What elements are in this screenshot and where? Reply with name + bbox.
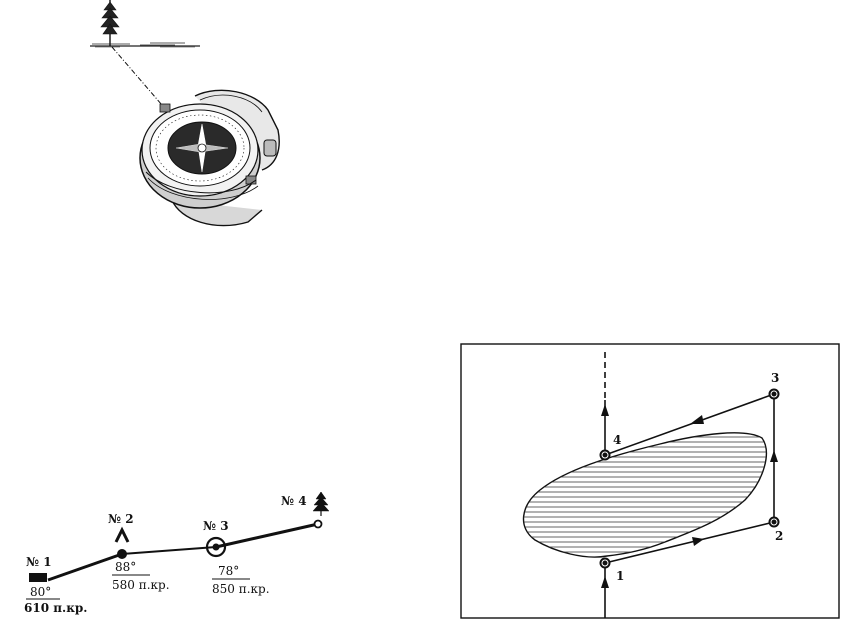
route-segment-2-3 [121,546,217,555]
point-3-azimuth: 78° [218,564,239,578]
point-2-distance: 580 п.кр. [112,578,170,592]
point-2-marker [117,549,127,559]
arrow-leg-1-2-icon [692,537,704,546]
point-2-number: № 2 [108,512,134,526]
detour-leg-3-4 [604,393,775,456]
compass-sighting-illustration [90,0,280,227]
horizon-ground [90,42,200,48]
arrow-continuation-icon [601,404,609,416]
point-1-number: № 1 [26,555,52,569]
azimuth-route-diagram: № 1 80° 610 п.кр. № 2 88° 580 п.кр. № 3 … [24,491,330,615]
detour-point-2-label: 2 [775,529,783,543]
well-landmark-icon [205,536,227,558]
route-segment-1-2 [47,552,123,582]
detour-point-4-label: 4 [613,433,621,447]
obstacle-detour-diagram: 1 2 3 4 [460,343,840,619]
point-1-distance: 610 п.кр. [24,601,87,615]
detour-leg-1-2 [604,521,775,564]
point-4-marker [313,519,323,529]
point-3-number: № 3 [203,519,229,533]
point-3-distance: 850 п.кр. [212,582,270,596]
detour-point-1-label: 1 [616,569,624,583]
point-3-marker [212,543,220,551]
tree-landmark-icon [100,0,120,46]
compass-icon [139,89,280,227]
point-1-azimuth: 80° [30,585,51,599]
arrow-leg-3-4-icon [690,415,704,424]
sight-line [111,46,169,113]
point-4-number: № 4 [281,494,307,508]
arrow-approach-icon [601,576,609,588]
route-segment-3-4 [215,522,319,549]
obstacle-area [522,432,767,558]
tree-landmark-icon [312,491,330,516]
building-landmark-icon [29,573,47,582]
arrow-leg-2-3-icon [770,450,778,462]
point-2-azimuth: 88° [115,560,136,574]
detour-point-3-label: 3 [771,371,779,385]
hut-landmark-icon [114,526,130,543]
detour-frame [460,343,840,619]
